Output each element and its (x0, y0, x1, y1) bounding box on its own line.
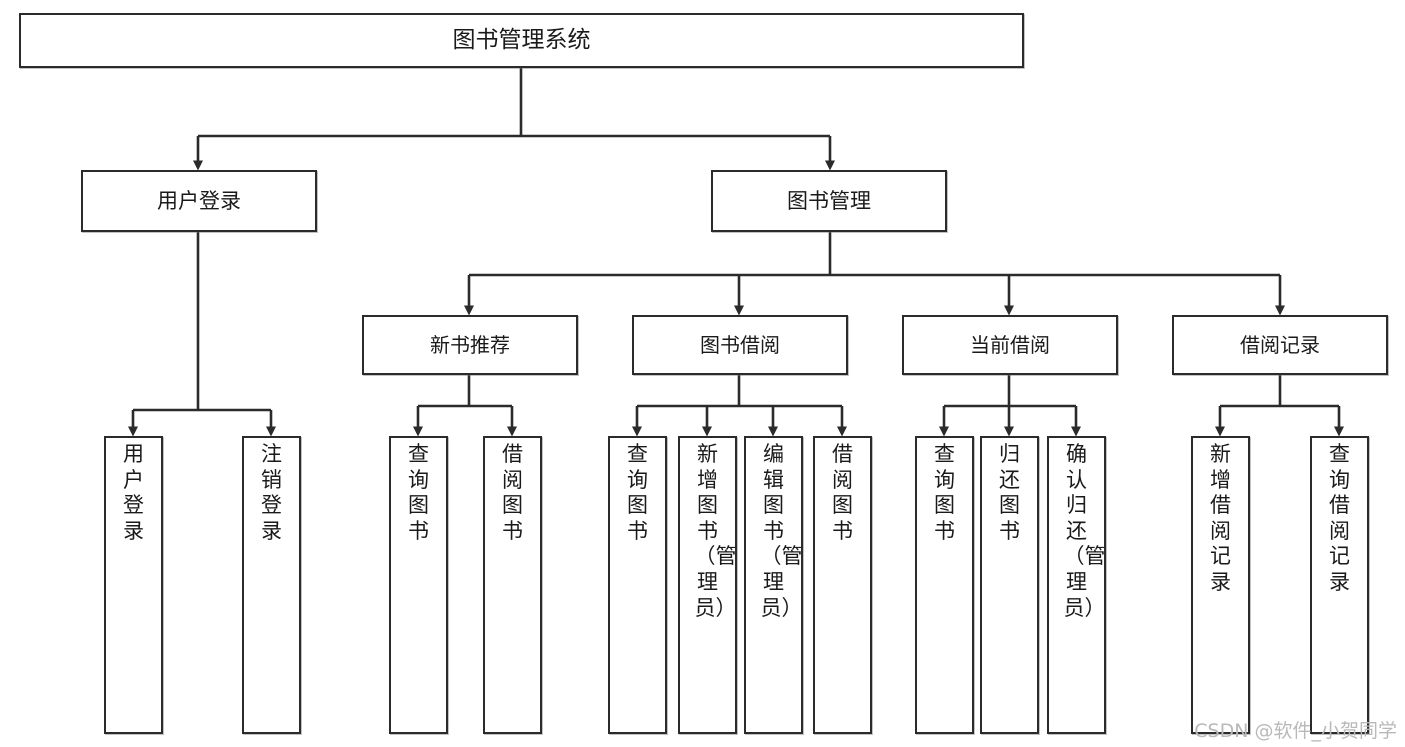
leaf-borrow-book-1[interactable]: 借阅图书 (483, 436, 542, 734)
leaf-query-book-1-label: 查询图书 (408, 442, 429, 543)
leaf-logout[interactable]: 注销登录 (242, 436, 301, 734)
leaf-query-book-3-label: 查询图书 (934, 442, 955, 543)
node-book-manage-label: 图书管理 (787, 188, 871, 213)
leaf-return-book[interactable]: 归还图书 (980, 436, 1039, 734)
leaf-user-login-label: 用户登录 (123, 442, 144, 543)
node-current-borrow[interactable]: 当前借阅 (902, 315, 1118, 375)
node-root-label: 图书管理系统 (452, 27, 591, 54)
node-user-login-label: 用户登录 (157, 188, 241, 213)
leaf-borrow-book-1-label: 借阅图书 (502, 442, 523, 543)
leaf-return-book-label: 归还图书 (999, 442, 1020, 543)
node-book-borrow[interactable]: 图书借阅 (632, 315, 848, 375)
leaf-query-book-1[interactable]: 查询图书 (389, 436, 448, 734)
leaf-query-book-2[interactable]: 查询图书 (608, 436, 667, 734)
leaf-add-borrow-record-label: 新增借阅记录 (1210, 442, 1231, 595)
leaf-edit-book-admin-label: 编辑图书（管理员） (760, 442, 803, 620)
leaf-add-book-admin-label: 新增图书（管理员） (694, 442, 737, 620)
leaf-add-book-admin[interactable]: 新增图书（管理员） (678, 436, 737, 734)
node-borrow-record[interactable]: 借阅记录 (1172, 315, 1388, 375)
node-user-login[interactable]: 用户登录 (81, 170, 317, 232)
node-new-book-recommend-label: 新书推荐 (430, 332, 510, 357)
leaf-confirm-return-admin-label: 确认归还（管理员） (1063, 442, 1106, 620)
leaf-edit-book-admin[interactable]: 编辑图书（管理员） (744, 436, 803, 734)
watermark: CSDN @软件_小贺同学 (1194, 720, 1397, 742)
node-new-book-recommend[interactable]: 新书推荐 (362, 315, 578, 375)
leaf-query-book-3[interactable]: 查询图书 (915, 436, 974, 734)
node-current-borrow-label: 当前借阅 (970, 332, 1050, 357)
leaf-borrow-book-2-label: 借阅图书 (832, 442, 853, 543)
leaf-borrow-book-2[interactable]: 借阅图书 (813, 436, 872, 734)
node-root[interactable]: 图书管理系统 (19, 13, 1024, 68)
leaf-query-borrow-record[interactable]: 查询借阅记录 (1310, 436, 1369, 734)
leaf-user-login[interactable]: 用户登录 (104, 436, 163, 734)
leaf-query-borrow-record-label: 查询借阅记录 (1329, 442, 1350, 595)
node-book-borrow-label: 图书借阅 (700, 332, 780, 357)
node-borrow-record-label: 借阅记录 (1240, 332, 1320, 357)
leaf-confirm-return-admin[interactable]: 确认归还（管理员） (1047, 436, 1106, 734)
leaf-logout-label: 注销登录 (261, 442, 282, 543)
leaf-query-book-2-label: 查询图书 (627, 442, 648, 543)
leaf-add-borrow-record[interactable]: 新增借阅记录 (1191, 436, 1250, 734)
node-book-manage[interactable]: 图书管理 (711, 170, 947, 232)
